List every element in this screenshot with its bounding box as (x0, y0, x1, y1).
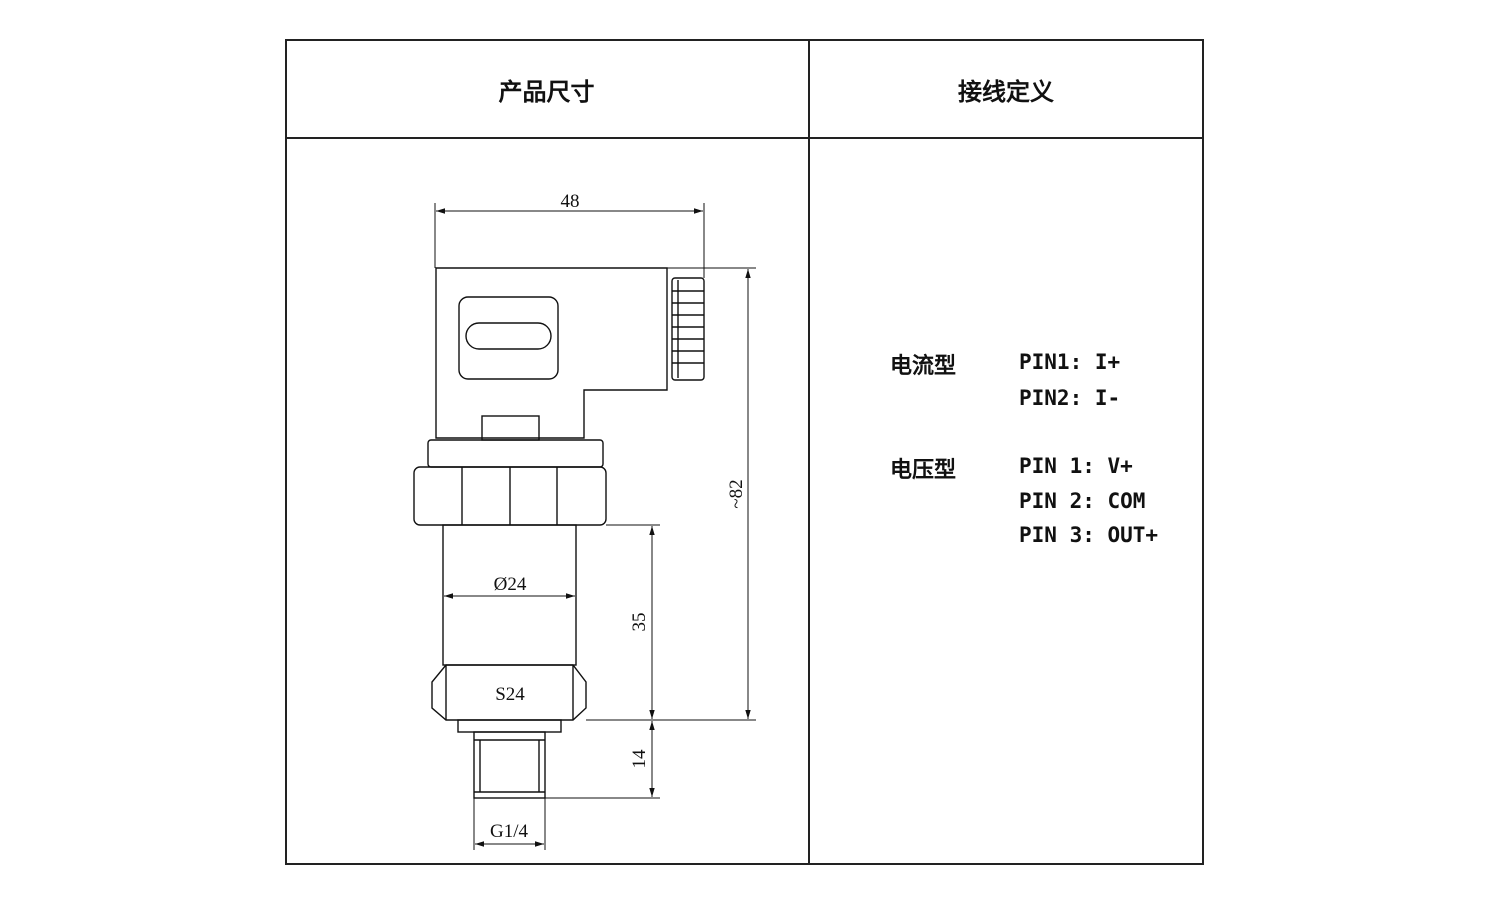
header-wiring: 接线定义 (958, 78, 1054, 106)
hex-label: S24 (495, 684, 525, 705)
current-pin-1: PIN1: I+ (1019, 350, 1121, 374)
table-border-left (285, 39, 287, 865)
voltage-pin-3: PIN 3: OUT+ (1019, 523, 1159, 547)
voltage-pin-1: PIN 1: V+ (1019, 454, 1133, 478)
dim-14-label: 14 (629, 749, 650, 769)
connector-window (458, 296, 559, 380)
current-type-label: 电流型 (890, 354, 957, 379)
voltage-type-label: 电压型 (890, 458, 957, 483)
table-border-divider (808, 39, 810, 865)
table-border-bottom (285, 863, 1204, 865)
dim-diameter-label: Ø24 (494, 574, 527, 595)
table-border-top (285, 39, 1204, 41)
stem (481, 415, 540, 441)
connector-housing (435, 267, 668, 439)
voltage-pin-2: PIN 2: COM (1019, 489, 1146, 513)
knurl-lines (672, 280, 704, 378)
connector-window-slot (465, 322, 552, 350)
dim-48-label: 48 (561, 191, 580, 212)
spec-table: 产品尺寸 接线定义 (285, 39, 1204, 865)
cable-gland (671, 277, 705, 381)
current-pin-2: PIN2: I- (1019, 386, 1121, 410)
collar (427, 439, 604, 468)
table-border-header (285, 137, 1204, 139)
table-border-right (1202, 39, 1204, 865)
header-dimensions: 产品尺寸 (498, 78, 595, 106)
thread-label: G1/4 (490, 821, 529, 842)
sensor-body (442, 524, 577, 666)
hex-undercut (457, 719, 562, 733)
thread (473, 731, 546, 799)
dim-35-label: 35 (629, 613, 650, 632)
dim-82-label: ~82 (726, 479, 747, 508)
